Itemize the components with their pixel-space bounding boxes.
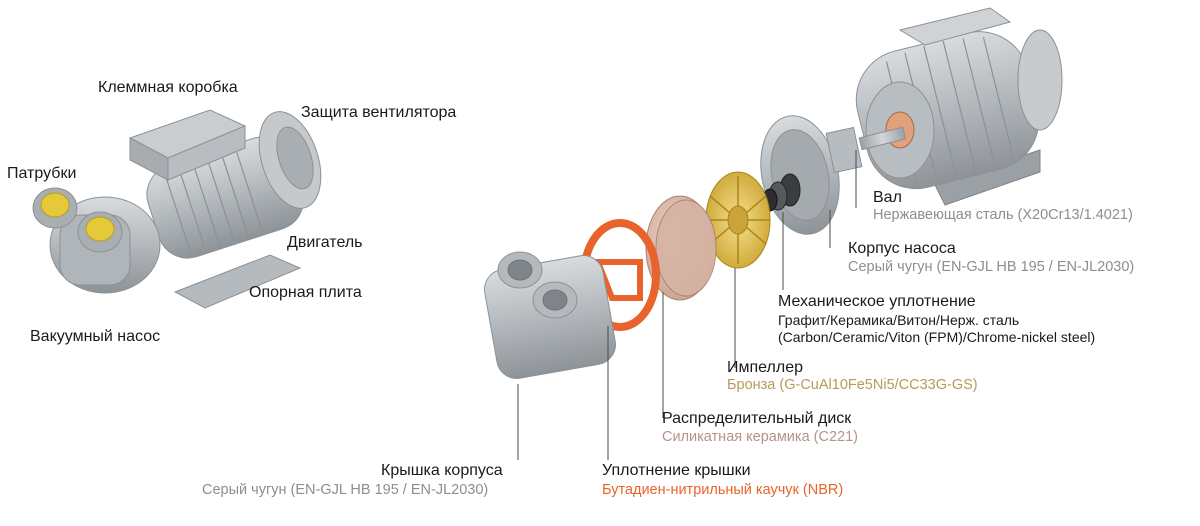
exploded-impeller (705, 171, 771, 269)
exploded-casing-cover (484, 251, 616, 379)
label-terminal-box: Клеммная коробка (98, 79, 238, 96)
material-cover-seal: Бутадиен-нитрильный каучук (NBR) (602, 482, 844, 498)
exploded-motor (855, 7, 1063, 206)
label-distribution-disc: Распределительный диск (662, 410, 852, 427)
exploded-mechanical-seal (762, 173, 801, 212)
leader-lines (517, 150, 857, 460)
label-base-plate: Опорная плита (249, 284, 362, 301)
material-pump-casing: Серый чугун (EN-GJL HB 195 / EN-JL2030) (848, 259, 1135, 275)
material-mechanical-seal-ru: Графит/Керамика/Витон/Нерж. сталь (778, 312, 1020, 328)
label-pump-casing: Корпус насоса (848, 240, 956, 257)
label-mechanical-seal: Механическое уплотнение (778, 293, 976, 310)
label-nozzles: Патрубки (7, 165, 77, 182)
label-shaft: Вал (873, 189, 902, 206)
label-vacuum-pump: Вакуумный насос (30, 328, 161, 345)
label-cover-seal: Уплотнение крышки (602, 462, 751, 479)
shaft (858, 126, 907, 151)
material-mechanical-seal-en: (Carbon/Ceramic/Viton (FPM)/Chrome-nicke… (778, 329, 1096, 345)
assembled-pump (32, 109, 322, 309)
exploded-distribution-disc (645, 195, 717, 301)
label-casing-cover: Крышка корпуса (381, 462, 503, 479)
material-casing-cover: Серый чугун (EN-GJL HB 195 / EN-JL2030) (202, 482, 489, 498)
label-motor: Двигатель (287, 234, 363, 251)
material-impeller: Бронза (G-CuAl10Fe5Ni5/CC33G-GS) (727, 377, 978, 393)
nozzles (32, 187, 123, 253)
label-fan-guard: Защита вентилятора (301, 104, 457, 121)
base-plate (173, 254, 302, 309)
material-distribution-disc: Силикатная керамика (C221) (662, 429, 858, 445)
label-impeller: Импеллер (727, 359, 803, 376)
material-shaft: Нержавеющая сталь (X20Cr13/1.4021) (873, 207, 1133, 223)
